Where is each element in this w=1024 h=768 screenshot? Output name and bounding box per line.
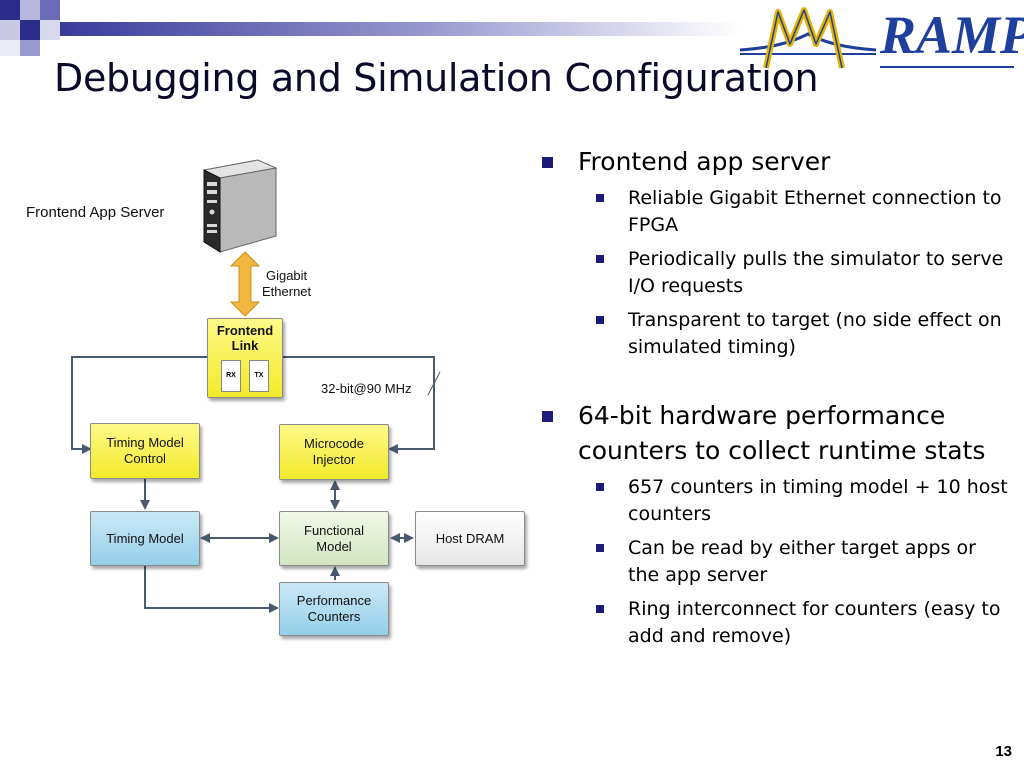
sub-bullet: Periodically pulls the simulator to serv… [540, 246, 1010, 300]
ramp-logo-text: RAMP [880, 5, 1024, 65]
ramp-logo-underline [880, 66, 1014, 68]
frontend-link-box: Frontend Link [207, 318, 283, 398]
server-tower-icon [202, 159, 278, 253]
sub-bullet: Transparent to target (no side effect on… [540, 307, 1010, 361]
bus-width-label: 32-bit@90 MHz [321, 381, 412, 396]
slide-title: Debugging and Simulation Configuration [54, 56, 819, 100]
sub-bullet: 657 counters in timing model + 10 host c… [540, 474, 1010, 528]
sub-bullet: Reliable Gigabit Ethernet connection to … [540, 185, 1010, 239]
header-decoration [0, 0, 740, 56]
gigabit-ethernet-label: Gigabit Ethernet [262, 268, 312, 299]
gigabit-ethernet-arrow [229, 251, 261, 317]
frontend-app-server-label: Frontend App Server [26, 204, 165, 221]
timing-model-box: Timing Model [90, 511, 200, 566]
bullet-performance-counters: 64-bit hardware performance counters to … [540, 398, 1010, 468]
ramp-bridge-logo [739, 7, 877, 69]
sub-bullet: Can be read by either target apps or the… [540, 535, 1010, 589]
sub-bullet: Ring interconnect for counters (easy to … [540, 596, 1010, 650]
rx-port: RX [221, 360, 241, 392]
bullet-list: Frontend app server Reliable Gigabit Eth… [540, 144, 1010, 657]
bullet-frontend-app-server: Frontend app server [540, 144, 1010, 179]
diagram-connectors [71, 251, 441, 613]
tx-port: TX [249, 360, 269, 392]
page-number: 13 [995, 743, 1012, 760]
host-dram-box: Host DRAM [415, 511, 525, 566]
